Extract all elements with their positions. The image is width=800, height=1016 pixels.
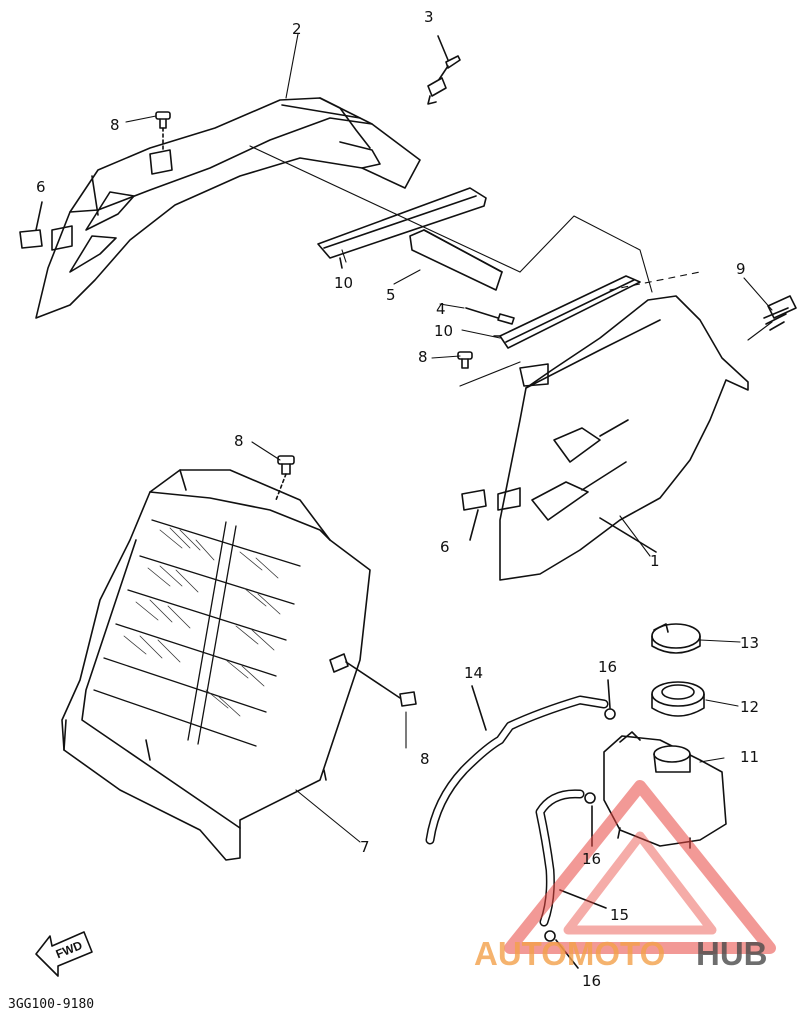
watermark-text-part2: HUB <box>696 935 768 972</box>
label-16: 16 <box>582 850 601 868</box>
part-1-right-cover <box>497 295 749 581</box>
fwd-arrow: FWD <box>35 931 93 977</box>
assembly-guide-lines <box>249 145 773 387</box>
label-4: 4 <box>436 300 446 318</box>
part-8-bolt-c <box>275 455 295 501</box>
part-8-bolt-a <box>155 111 171 151</box>
label-13: 13 <box>740 634 759 652</box>
part-4-piece <box>465 307 515 325</box>
part-9-bolt <box>763 295 797 331</box>
part-2-left-cover <box>35 97 421 319</box>
part-14-hose <box>425 685 609 845</box>
label-8: 8 <box>420 750 430 768</box>
part-3-rivet <box>427 35 461 105</box>
label-8: 8 <box>110 116 120 134</box>
part-7-radiator-grille <box>61 469 371 861</box>
label-3: 3 <box>424 8 434 26</box>
label-16: 16 <box>582 972 601 990</box>
label-9: 9 <box>736 260 746 278</box>
part-8-bolt-d <box>345 661 417 707</box>
label-1: 1 <box>650 552 660 570</box>
part-12-ring <box>651 681 705 717</box>
label-14: 14 <box>464 664 483 682</box>
part-6-clip-b <box>461 489 487 541</box>
part-5-spacer <box>409 229 503 291</box>
label-5: 5 <box>386 286 396 304</box>
part-16-clamps <box>544 679 616 969</box>
label-2: 2 <box>292 20 302 38</box>
label-6: 6 <box>440 538 450 556</box>
part-11-reservoir-tank <box>603 731 727 849</box>
label-10: 10 <box>334 274 353 292</box>
label-8: 8 <box>234 432 244 450</box>
label-11: 11 <box>740 748 759 766</box>
part-8-bolt-b <box>457 351 473 369</box>
label-6: 6 <box>36 178 46 196</box>
automotohub-watermark: AUTOMOTO HUB <box>474 780 776 972</box>
part-10-strip-a <box>317 187 487 269</box>
part-labels: 2 3 8 6 10 5 9 4 10 8 6 1 8 8 7 13 16 14… <box>36 8 759 990</box>
part-10-strip-b <box>493 275 641 349</box>
label-10: 10 <box>434 322 453 340</box>
part-6-clip-a <box>19 201 43 249</box>
label-12: 12 <box>740 698 759 716</box>
label-15: 15 <box>610 906 629 924</box>
diagram-code: 3GG100-9180 <box>8 997 94 1012</box>
label-8: 8 <box>418 348 428 366</box>
label-7: 7 <box>360 838 370 856</box>
label-16: 16 <box>598 658 617 676</box>
leader-lines <box>125 33 773 843</box>
watermark-text-part1: AUTOMOTO <box>474 935 665 972</box>
part-13-cap <box>651 623 701 654</box>
